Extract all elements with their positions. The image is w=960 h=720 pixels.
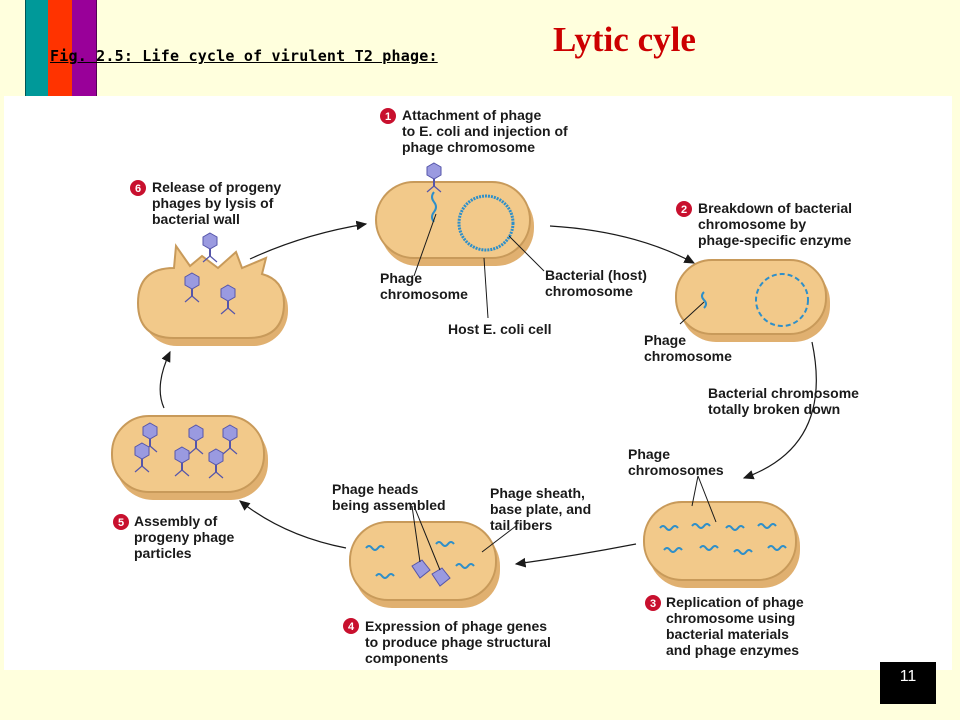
svg-text:totally broken down: totally broken down bbox=[708, 401, 840, 417]
step-3-caption: Replication of phage chromosome using ba… bbox=[666, 594, 804, 658]
svg-text:Expression of phage genes: Expression of phage genes bbox=[365, 618, 547, 634]
svg-text:Replication of phage: Replication of phage bbox=[666, 594, 804, 610]
svg-text:particles: particles bbox=[134, 545, 192, 561]
svg-text:Bacterial chromosome: Bacterial chromosome bbox=[708, 385, 859, 401]
svg-text:tail fibers: tail fibers bbox=[490, 517, 552, 533]
step-4-caption: Expression of phage genes to produce pha… bbox=[365, 618, 551, 666]
svg-text:and phage enzymes: and phage enzymes bbox=[666, 642, 799, 658]
svg-text:Breakdown of bacterial: Breakdown of bacterial bbox=[698, 200, 852, 216]
svg-text:bacterial wall: bacterial wall bbox=[152, 211, 240, 227]
lytic-cycle-diagram: 1 2 3 4 5 6 Attachment of phage to E. co… bbox=[111, 107, 859, 666]
step-1-caption: Attachment of phage to E. coli and injec… bbox=[402, 107, 568, 155]
label-phage-chromosome-2: Phage chromosome bbox=[644, 332, 732, 364]
cell-expression bbox=[349, 521, 500, 608]
svg-text:being assembled: being assembled bbox=[332, 497, 446, 513]
svg-text:phage-specific enzyme: phage-specific enzyme bbox=[698, 232, 851, 248]
step-number-3: 3 bbox=[650, 598, 656, 610]
step-badge-4 bbox=[343, 618, 359, 634]
step-badge-3 bbox=[645, 595, 661, 611]
svg-text:base plate, and: base plate, and bbox=[490, 501, 591, 517]
step-number-2: 2 bbox=[681, 204, 687, 216]
svg-text:chromosome using: chromosome using bbox=[666, 610, 795, 626]
svg-text:Attachment of phage: Attachment of phage bbox=[402, 107, 541, 123]
svg-text:Phage sheath,: Phage sheath, bbox=[490, 485, 585, 501]
accent-bar-teal bbox=[25, 0, 49, 96]
svg-text:Phage heads: Phage heads bbox=[332, 481, 419, 497]
svg-text:Bacterial (host): Bacterial (host) bbox=[545, 267, 647, 283]
svg-text:phage chromosome: phage chromosome bbox=[402, 139, 535, 155]
svg-text:chromosome: chromosome bbox=[545, 283, 633, 299]
label-phage-chromosomes: Phage chromosomes bbox=[628, 446, 724, 478]
label-phage-chromosome-1: Phage chromosome bbox=[380, 270, 468, 302]
step-2-caption: Breakdown of bacterial chromosome by pha… bbox=[698, 200, 852, 248]
step-badges: 1 2 3 4 5 6 bbox=[113, 108, 692, 634]
svg-text:chromosomes: chromosomes bbox=[628, 462, 724, 478]
label-heads-assembled: Phage heads being assembled bbox=[332, 481, 446, 513]
cell-replication bbox=[643, 501, 800, 588]
step-badge-5 bbox=[113, 514, 129, 530]
cell-release bbox=[136, 232, 288, 346]
step-number-5: 5 bbox=[118, 517, 124, 529]
svg-text:components: components bbox=[365, 650, 448, 666]
step-number-1: 1 bbox=[385, 111, 391, 123]
cycle-arrows bbox=[159, 220, 817, 568]
broken-chromosome-ring bbox=[755, 273, 809, 327]
svg-text:phages by lysis of: phages by lysis of bbox=[152, 195, 274, 211]
label-bacterial-host-chromosome: Bacterial (host) chromosome bbox=[545, 267, 647, 299]
svg-text:progeny phage: progeny phage bbox=[134, 529, 235, 545]
label-sheath-parts: Phage sheath, base plate, and tail fiber… bbox=[490, 485, 591, 533]
label-chromosome-broken-down: Bacterial chromosome totally broken down bbox=[708, 385, 859, 417]
svg-text:bacterial materials: bacterial materials bbox=[666, 626, 789, 642]
svg-text:to produce phage structural: to produce phage structural bbox=[365, 634, 551, 650]
figure-caption: Fig. 2.5: Life cycle of virulent T2 phag… bbox=[50, 47, 438, 65]
svg-text:Phage: Phage bbox=[628, 446, 670, 462]
cell-breakdown bbox=[675, 259, 830, 342]
step-badge-2 bbox=[676, 201, 692, 217]
cell-attachment bbox=[375, 162, 534, 266]
step-badge-1 bbox=[380, 108, 396, 124]
accent-bar-orange bbox=[48, 0, 72, 96]
svg-text:to E. coli and injection of: to E. coli and injection of bbox=[402, 123, 568, 139]
cell-assembly bbox=[111, 415, 268, 500]
diagram-panel: 1 2 3 4 5 6 Attachment of phage to E. co… bbox=[4, 96, 952, 670]
label-host-cell: Host E. coli cell bbox=[448, 321, 551, 337]
step-6-caption: Release of progeny phages by lysis of ba… bbox=[152, 179, 281, 227]
accent-bar-purple bbox=[72, 0, 97, 96]
page-number: 11 bbox=[880, 662, 936, 704]
step-badge-6 bbox=[130, 180, 146, 196]
step-number-4: 4 bbox=[348, 621, 355, 633]
svg-text:Assembly of: Assembly of bbox=[134, 513, 218, 529]
svg-text:Phage: Phage bbox=[380, 270, 422, 286]
svg-text:Release of progeny: Release of progeny bbox=[152, 179, 281, 195]
step-5-caption: Assembly of progeny phage particles bbox=[134, 513, 235, 561]
svg-text:chromosome by: chromosome by bbox=[698, 216, 806, 232]
svg-text:Phage: Phage bbox=[644, 332, 686, 348]
label-pointers bbox=[411, 213, 717, 571]
slide-title: Lytic cyle bbox=[553, 20, 696, 59]
bacterial-chromosome-ring bbox=[457, 194, 515, 252]
svg-text:chromosome: chromosome bbox=[644, 348, 732, 364]
step-number-6: 6 bbox=[135, 183, 141, 195]
svg-text:chromosome: chromosome bbox=[380, 286, 468, 302]
